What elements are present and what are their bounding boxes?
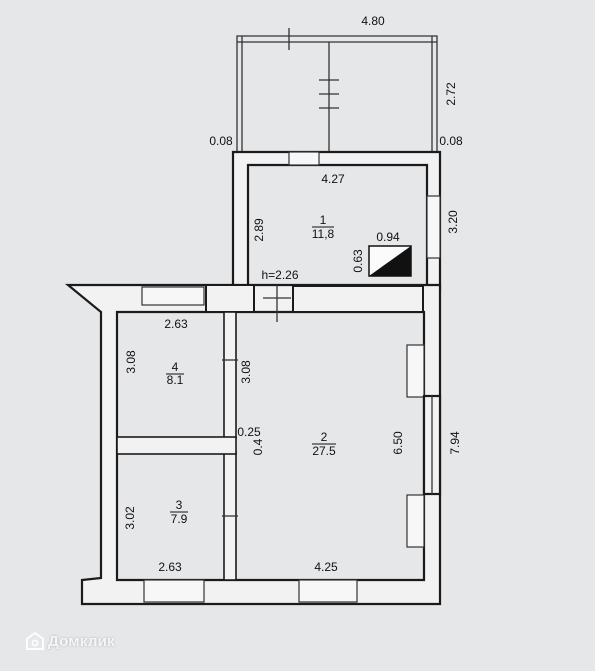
room2-number: 2 <box>321 430 328 444</box>
window-bottom-right <box>298 579 358 603</box>
house-logo-icon <box>26 632 44 650</box>
watermark-text: Домклик <box>48 632 115 650</box>
room4-height-label: 3.08 <box>124 350 138 374</box>
porch-right-gap-label: 0.08 <box>439 134 463 148</box>
outer-height-label: 7.94 <box>448 431 462 455</box>
ceiling-height-label: h=2.26 <box>261 268 298 282</box>
room2-width-label: 4.25 <box>314 560 338 574</box>
stove <box>368 245 412 277</box>
room2-area: 27.5 <box>312 444 336 458</box>
stove-depth-label: 0.63 <box>351 249 365 273</box>
room1-outer-height-label: 3.20 <box>446 210 460 234</box>
room1-area: 11,8 <box>312 227 335 241</box>
window-top-left <box>141 286 205 306</box>
partition-height-label: 3.08 <box>239 360 253 384</box>
room3-width-label: 2.63 <box>158 560 182 574</box>
room3-number: 3 <box>176 498 183 512</box>
room2-height-label: 6.50 <box>391 431 405 455</box>
room1-width-label: 4.27 <box>321 172 345 186</box>
porch-width-label: 4.80 <box>361 14 385 28</box>
partitions <box>116 285 291 581</box>
room4-number: 4 <box>172 360 179 374</box>
window-right-1 <box>406 344 425 398</box>
porch-outline <box>236 28 438 152</box>
room3-height-label: 3.02 <box>123 506 137 530</box>
porch-left-gap-label: 0.08 <box>209 134 233 148</box>
room4-area: 8.1 <box>167 373 184 387</box>
window-right-2 <box>406 494 425 548</box>
room3-area: 7.9 <box>171 512 188 526</box>
room1-height-label: 2.89 <box>252 218 266 242</box>
partition-gap-label: 0.4 <box>251 438 265 455</box>
partition-thickness-label: 0.25 <box>237 425 261 439</box>
window-room1-right <box>426 195 441 259</box>
stove-width-label: 0.94 <box>376 230 400 244</box>
room1-number: 1 <box>320 213 327 227</box>
room4-width-label: 2.63 <box>164 317 188 331</box>
porch-depth-label: 2.72 <box>444 82 458 106</box>
window-room1-top <box>288 151 320 166</box>
window-bottom-left <box>143 579 205 603</box>
domclick-watermark: Домклик <box>26 632 115 650</box>
